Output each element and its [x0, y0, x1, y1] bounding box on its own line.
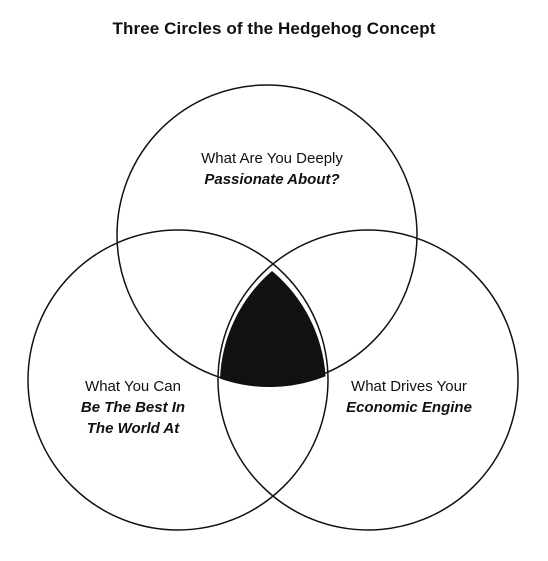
- circle-passion: [116, 84, 418, 386]
- label-passion-plain: What Are You Deeply: [201, 150, 343, 167]
- circle-best-in-world: [27, 229, 329, 531]
- label-passion: What Are You Deeply Passionate About?: [172, 148, 372, 190]
- label-best-emphasis-2: The World At: [86, 420, 180, 437]
- label-best-in-world: What You Can Be The Best In The World At: [58, 376, 208, 439]
- label-economic-emphasis: Economic Engine: [346, 399, 472, 416]
- center-intersection: [220, 271, 326, 388]
- circle-economic-engine: [217, 229, 519, 531]
- label-passion-emphasis: Passionate About?: [204, 171, 340, 188]
- label-best-plain: What You Can: [85, 378, 181, 395]
- label-best-emphasis-1: Be The Best In: [80, 399, 186, 416]
- diagram-title: Three Circles of the Hedgehog Concept: [112, 19, 436, 38]
- label-economic-engine: What Drives Your Economic Engine: [334, 376, 484, 418]
- label-economic-plain: What Drives Your: [351, 378, 467, 395]
